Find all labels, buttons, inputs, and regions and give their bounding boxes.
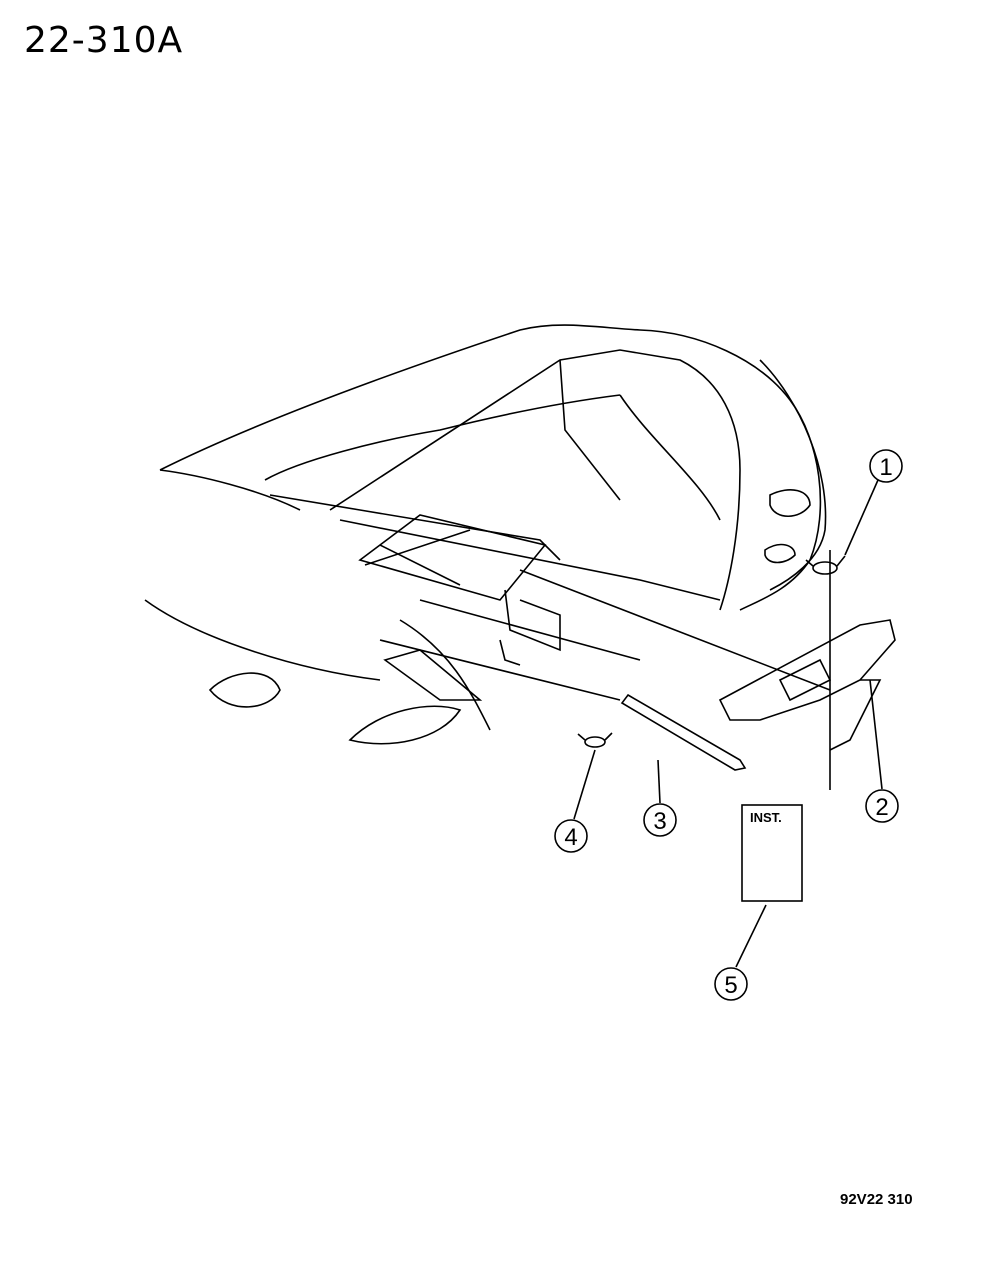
jack-handle (620, 693, 747, 771)
vehicle-rear-trunk (144, 324, 831, 745)
svg-text:2: 2 (875, 794, 888, 821)
svg-text:4: 4 (564, 824, 577, 851)
callout-5: 5 (714, 967, 748, 1001)
svg-text:1: 1 (879, 454, 892, 481)
diagram-id: 22-310A (24, 20, 184, 61)
svg-text:5: 5 (724, 972, 737, 999)
drawing-code: 92V22 310 (840, 1191, 913, 1208)
wing-nut-4 (577, 732, 613, 748)
svg-text:3: 3 (653, 808, 666, 835)
callout-2: 2 (865, 789, 899, 823)
wing-nut-1 (805, 555, 846, 575)
callout-1: 1 (869, 449, 903, 483)
leader-lines (573, 479, 883, 968)
jack-assembly (718, 550, 896, 790)
callout-4: 4 (554, 819, 588, 853)
callout-3: 3 (643, 803, 677, 837)
instruction-label: INST. (750, 810, 782, 825)
instruction-card: INST. (741, 804, 803, 902)
